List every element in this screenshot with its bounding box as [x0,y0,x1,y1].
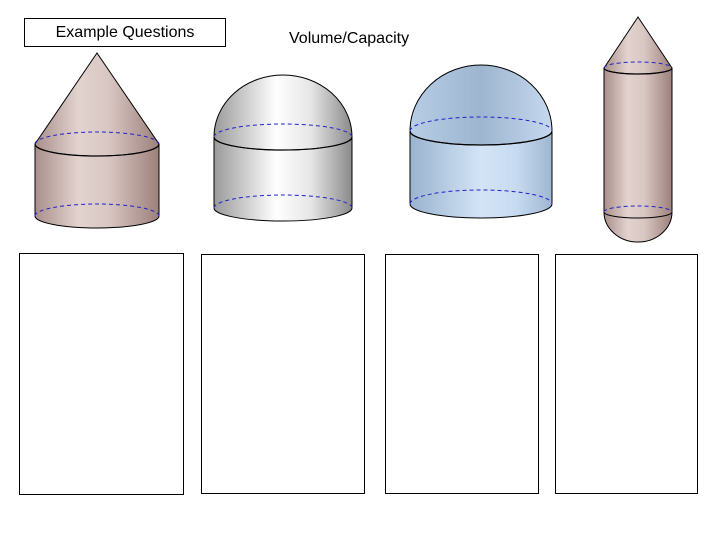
answer-box-4[interactable] [555,254,698,494]
capsule-with-cone-shape [603,16,673,243]
answer-box-3[interactable] [385,254,539,494]
answer-box-2[interactable] [201,254,365,494]
example-questions-label: Example Questions [24,18,226,47]
answer-box-1[interactable] [19,253,184,495]
page-title: Volume/Capacity [289,30,410,47]
cone-on-cylinder-shape [34,52,160,229]
hemisphere-on-cylinder-shape [213,74,353,222]
hemisphere-on-cylinder-blue-shape [409,64,553,219]
